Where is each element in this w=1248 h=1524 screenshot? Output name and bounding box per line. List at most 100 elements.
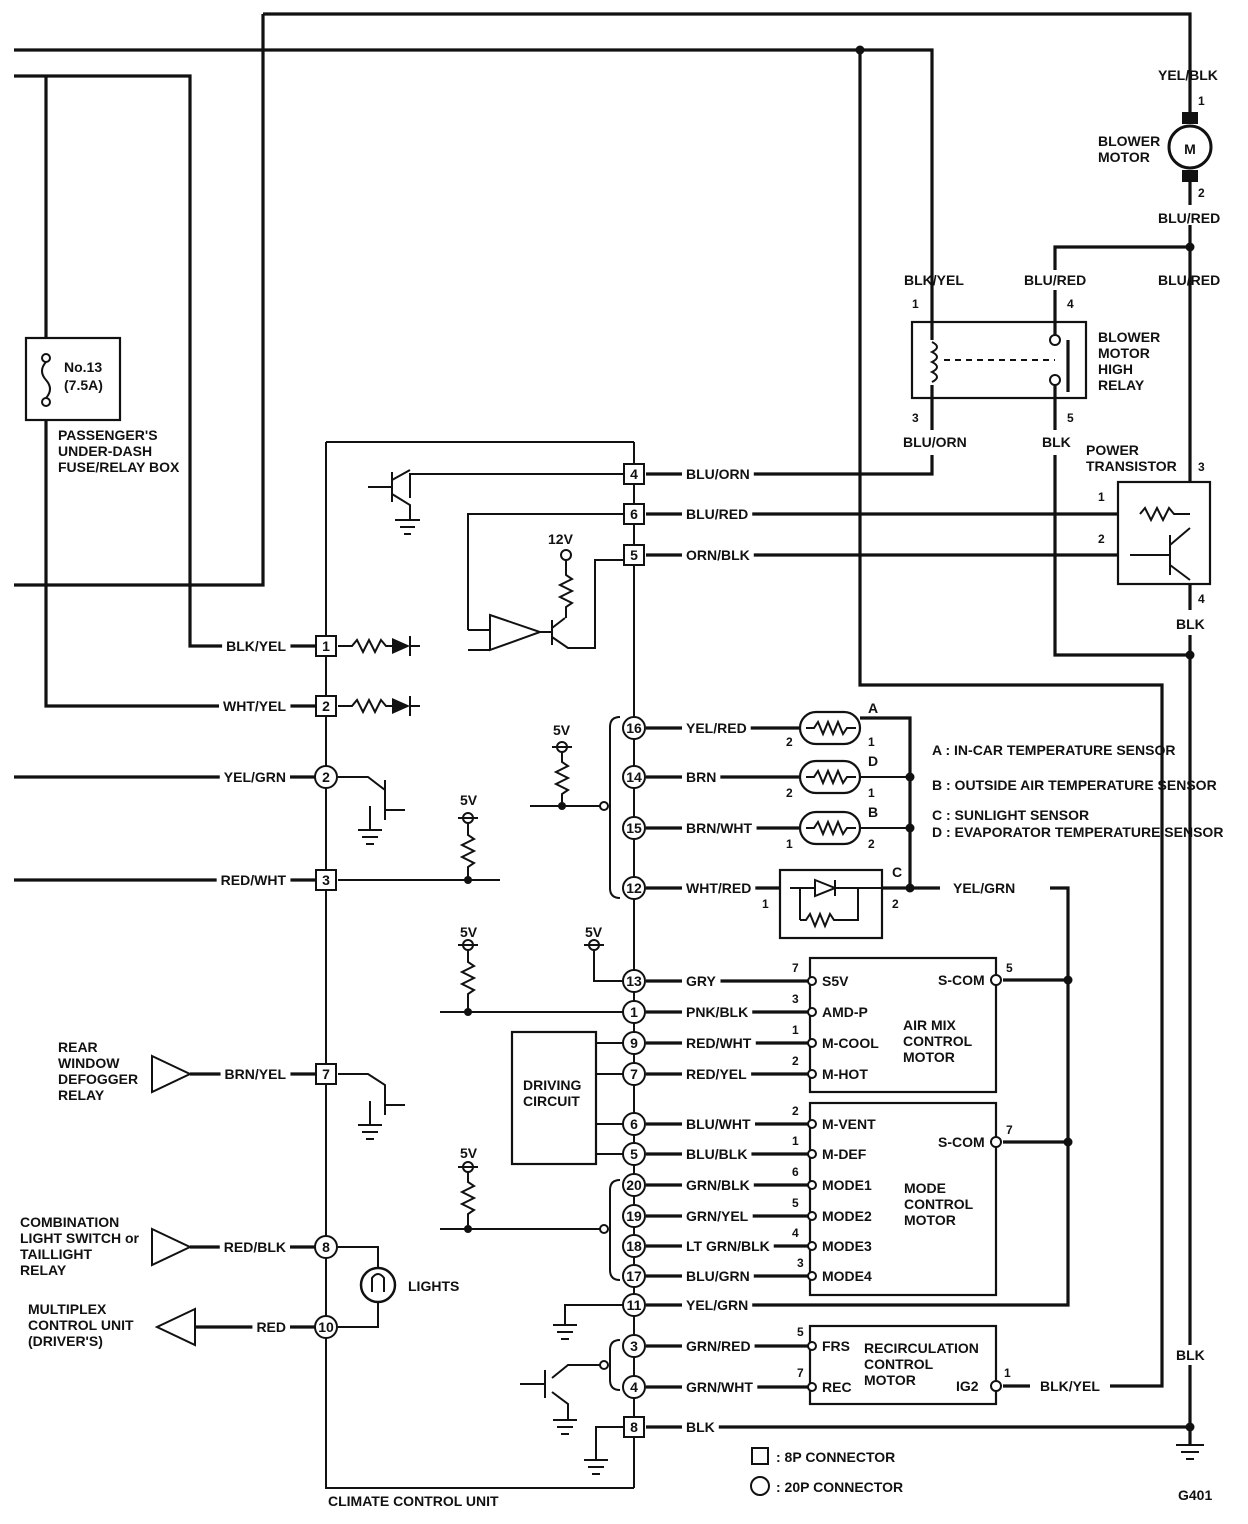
ccu-pin-number: 3: [322, 872, 330, 888]
ccu-pin-number: 7: [630, 1066, 638, 1082]
ccu-pin-number: 12: [626, 880, 642, 896]
wire-label: PNK/BLK: [686, 1004, 748, 1020]
blower-motor: M: [1167, 112, 1213, 182]
wire-label-bg: [252, 1318, 290, 1336]
label-pt-1: POWER: [1086, 442, 1139, 458]
wire-label-bg: [682, 1207, 753, 1225]
ccu-pin-number: 4: [630, 466, 638, 482]
mpx-3: (DRIVER'S): [28, 1333, 103, 1349]
label-recirc-1: RECIRCULATION: [864, 1340, 979, 1356]
rear-4: RELAY: [58, 1087, 105, 1103]
driving-circuit: DRIVING CIRCUIT: [510, 1030, 598, 1166]
legend-8p: : 8P CONNECTOR: [776, 1449, 895, 1465]
label-blower-motor-2: MOTOR: [1098, 149, 1150, 165]
terminal-m-cool: M-COOL: [822, 1035, 879, 1051]
label-driving-2: CIRCUIT: [523, 1093, 580, 1109]
volt-5v-b: 5V: [553, 722, 571, 738]
ccu-pin-number: 9: [630, 1035, 638, 1051]
label-climate-control-unit: CLIMATE CONTROL UNIT: [328, 1493, 499, 1509]
relay-pin-5: 5: [1067, 411, 1074, 425]
volt-12v: 12V: [548, 531, 574, 547]
airmix-pin-7: 7: [792, 961, 799, 975]
mode-pin-2: 2: [792, 1104, 799, 1118]
power-transistor: [1116, 480, 1212, 586]
ccu-pin-number: 7: [322, 1066, 330, 1082]
comb-4: RELAY: [20, 1262, 67, 1278]
ccu-pin-20p-4: [622, 1375, 646, 1399]
ccu-pin-20p-10: [314, 1315, 338, 1339]
fuse-13: [24, 336, 122, 422]
wire-yel-grn-loop: [646, 886, 1070, 1307]
wire-label-bg: [220, 1065, 291, 1083]
wire-label: LT GRN/BLK: [686, 1238, 770, 1254]
label-recirc-2: CONTROL: [864, 1356, 934, 1372]
wire-label: WHT/YEL: [223, 698, 286, 714]
rear-window-relay: REAR WINDOW DEFOGGER RELAY: [58, 1039, 193, 1103]
wire-label: WHT/RED: [686, 880, 751, 896]
wire-label: BLU/BLK: [686, 1146, 747, 1162]
label-blk-relay: BLK: [1042, 434, 1071, 450]
ccu-pin-8p-5: [623, 544, 645, 566]
ccu-pin-8p-1: [315, 635, 337, 657]
wire-label-bg: [682, 1337, 755, 1355]
legend-b: B : OUTSIDE AIR TEMPERATURE SENSOR: [932, 777, 1217, 793]
wire-label: BLU/GRN: [686, 1268, 750, 1284]
label-airmix-3: MOTOR: [903, 1049, 955, 1065]
ccu-pin-number: 20: [626, 1177, 642, 1193]
tr-pin-2: 2: [1098, 532, 1105, 546]
ccu-pin-number: 5: [630, 1146, 638, 1162]
relay-pin-1: 1: [912, 297, 919, 311]
recirc-pin-5: 5: [797, 1325, 804, 1339]
label-blk-transistor: BLK: [1176, 616, 1205, 632]
volt-5v-e: 5V: [460, 1145, 478, 1161]
tr-pin-3: 3: [1198, 460, 1205, 474]
ccu-pin-20p-2: [314, 765, 338, 789]
ccu-pin-20p-17: [622, 1264, 646, 1288]
motor-pin-1: 1: [1198, 94, 1205, 108]
wire-label-bg: [222, 637, 291, 655]
sensor-b-pin-1: 1: [786, 837, 793, 851]
mpx-2: CONTROL UNIT: [28, 1317, 134, 1333]
wire-label-bg: [682, 505, 753, 523]
ccu-pin-number: 4: [630, 1379, 638, 1395]
wire-relay-blk: [1053, 455, 1190, 657]
sensor-letter-a: A: [868, 700, 878, 716]
label-blu-red-relay: BLU/RED: [1024, 272, 1086, 288]
ccu-pin-20p-3: [622, 1334, 646, 1358]
wire-label: GRN/WHT: [686, 1379, 753, 1395]
wire-label: BRN/YEL: [225, 1066, 287, 1082]
motor-m-symbol: M: [1184, 141, 1196, 157]
ccu-pin-20p-6: [622, 1112, 646, 1136]
ccu-pin-number: 6: [630, 1116, 638, 1132]
label-blu-red-motor: BLU/RED: [1158, 210, 1220, 226]
wire-label: RED/YEL: [686, 1066, 747, 1082]
label-blk-lower: BLK: [1176, 1347, 1205, 1363]
legend-c: C : SUNLIGHT SENSOR: [932, 807, 1089, 823]
wire-label-bg: [682, 1034, 756, 1052]
ccu-pin-20p-8: [314, 1235, 338, 1259]
wire-label-bg: [682, 1237, 774, 1255]
ccu-pin-8p-8: [623, 1416, 645, 1438]
wire-label: YEL/RED: [686, 720, 747, 736]
ccu-pin-number: 3: [630, 1338, 638, 1354]
ccu-pin-number: 8: [322, 1239, 330, 1255]
ccu-pin-20p-11: [622, 1293, 646, 1317]
ccu-pin-number: 2: [322, 698, 330, 714]
connector-legend: : 8P CONNECTOR : 20P CONNECTOR: [750, 1447, 903, 1496]
ccu-pin-number: 10: [318, 1319, 334, 1335]
sensor-letter-b: B: [868, 804, 878, 820]
wire-label-bg: [682, 879, 756, 897]
wire-label-bg: [682, 819, 757, 837]
ccu-pin-20p-5: [622, 1142, 646, 1166]
label-pt-2: TRANSISTOR: [1086, 458, 1177, 474]
wire-label: BLU/RED: [686, 506, 748, 522]
label-relay-2: MOTOR: [1098, 345, 1150, 361]
tr-resistor: [1139, 505, 1190, 523]
label-mode-2: CONTROL: [904, 1196, 974, 1212]
combination-light-switch: COMBINATION LIGHT SWITCH or TAILLIGHT RE…: [20, 1214, 193, 1278]
wire-left-vertical: [14, 14, 265, 587]
ccu-pin-number: 6: [630, 506, 638, 522]
label-airmix-1: AIR MIX: [903, 1017, 957, 1033]
mode-control-motor: M-VENT M-DEF MODE1 MODE2 MODE3 MODE4 S-C…: [792, 1101, 1013, 1297]
